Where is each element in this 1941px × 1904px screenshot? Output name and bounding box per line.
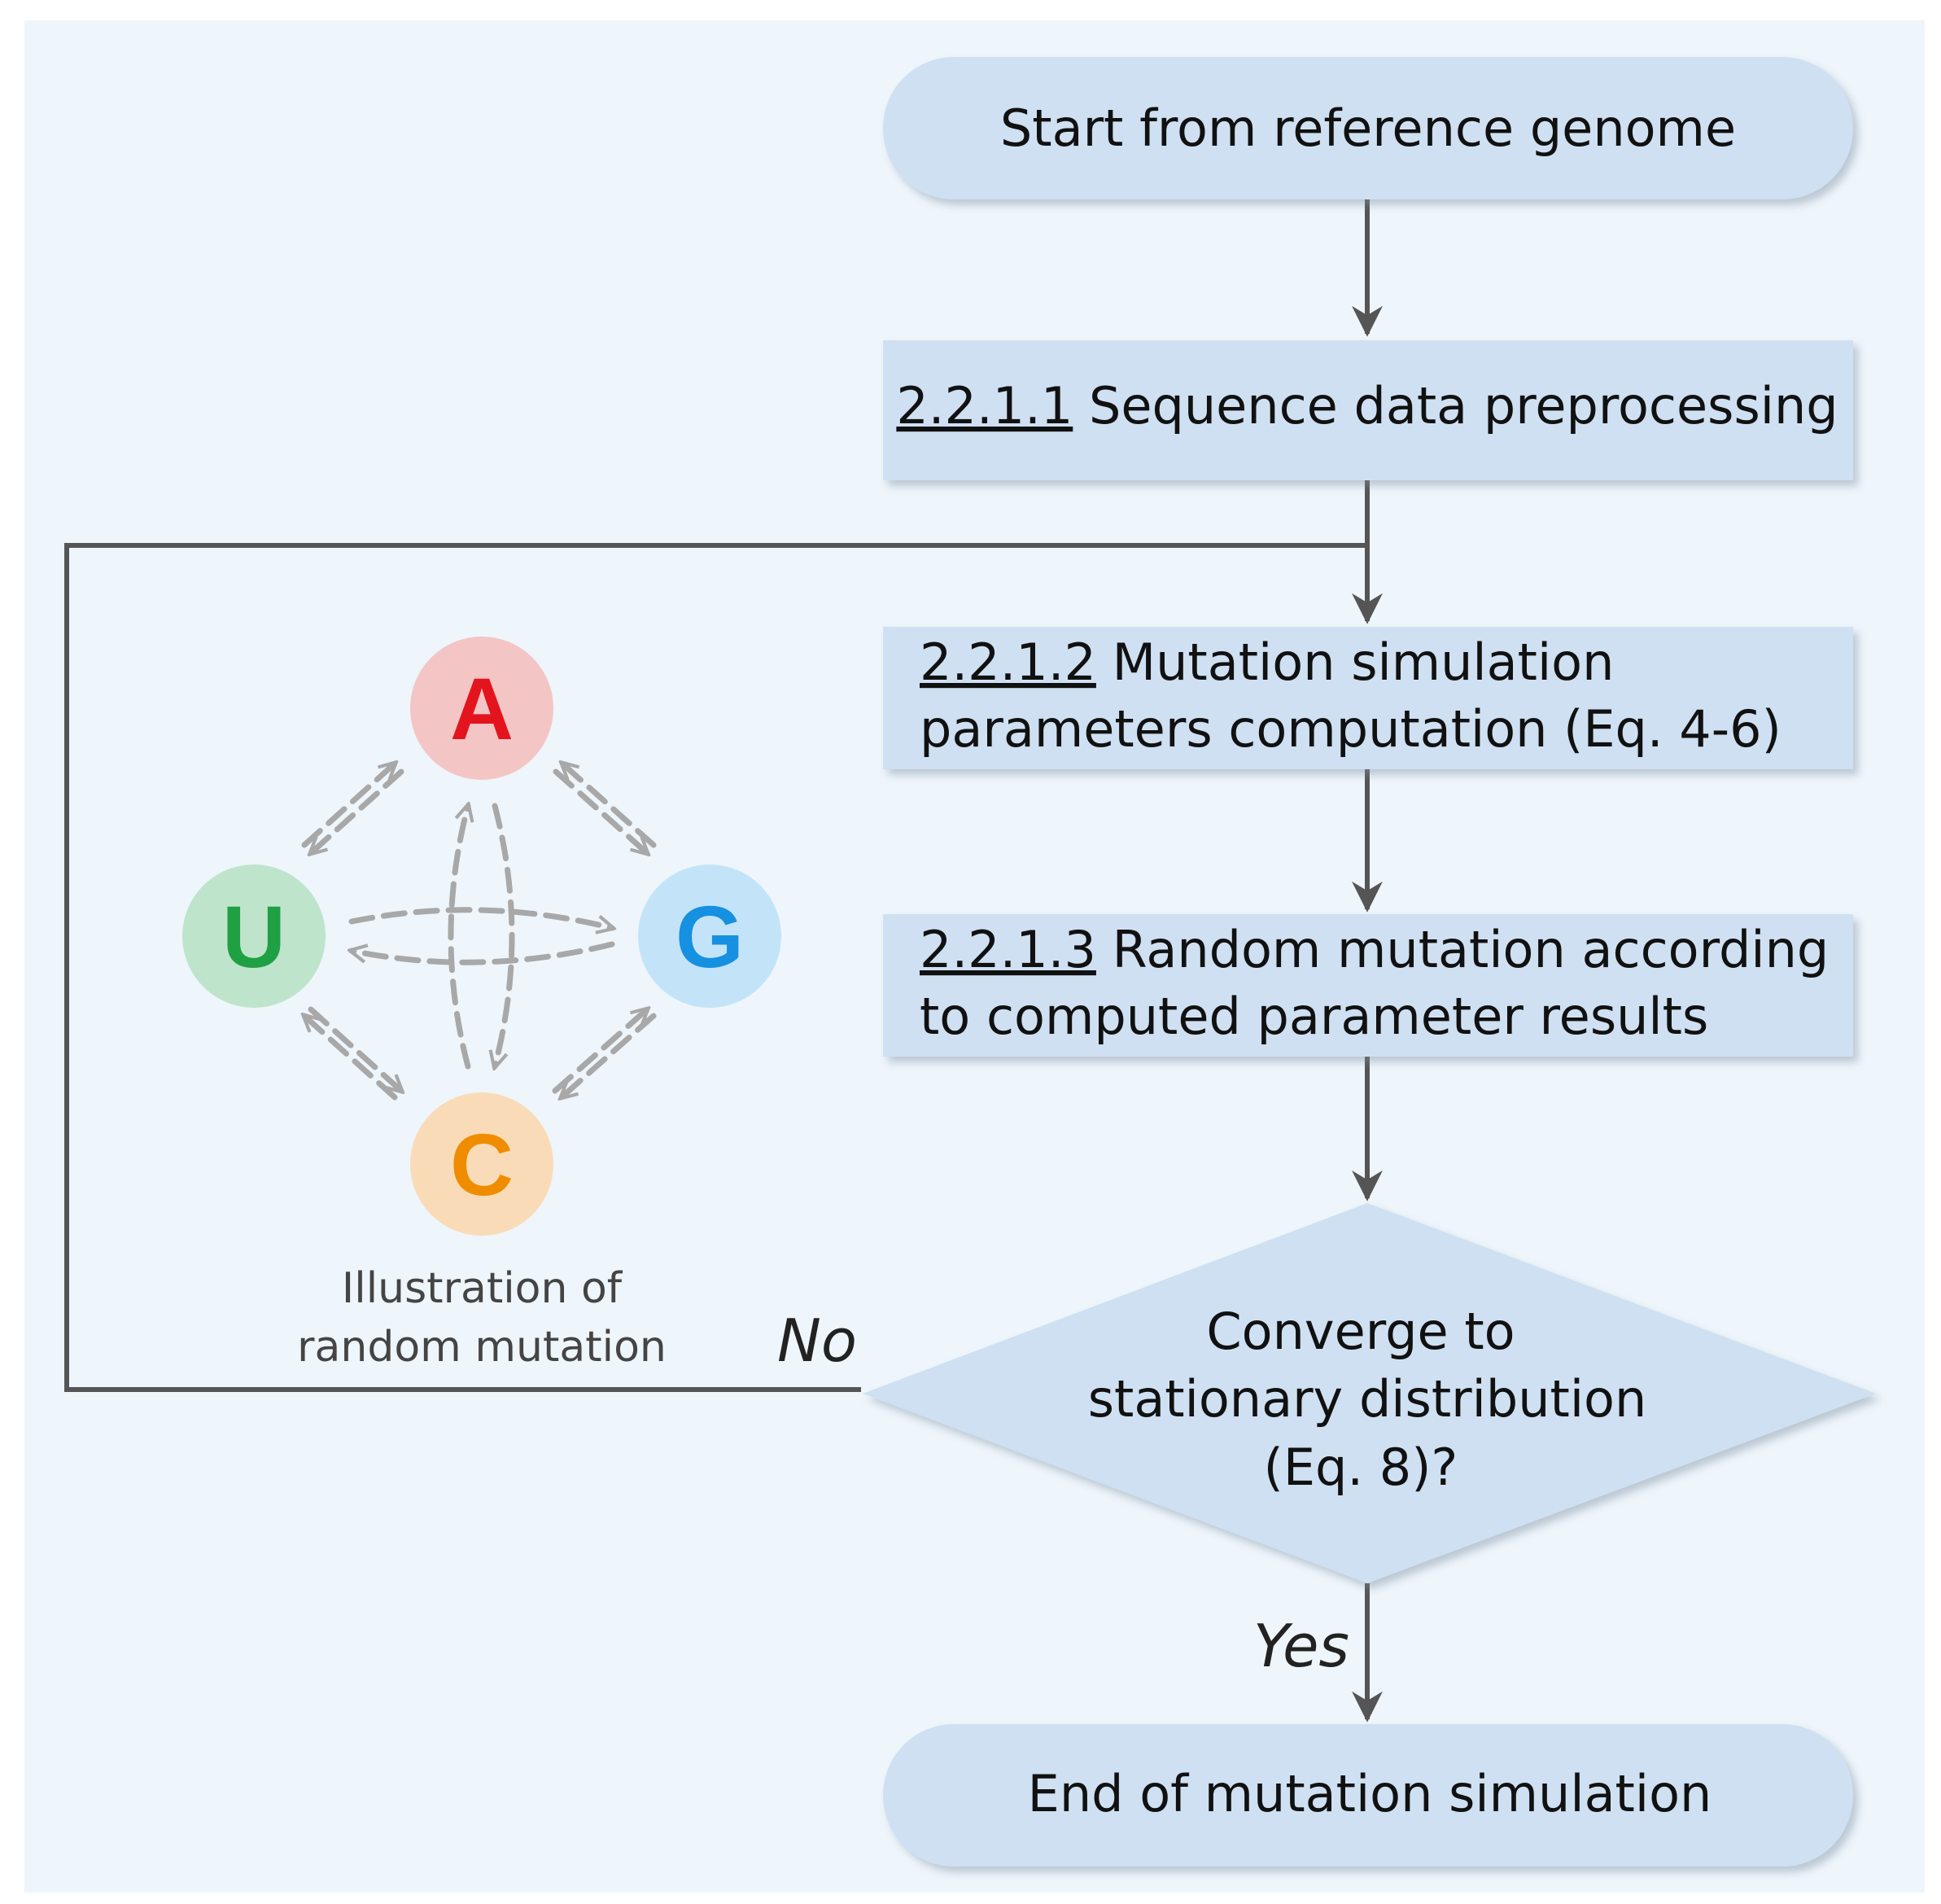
arrow-a-to-g	[553, 768, 647, 853]
decision-text-line1: Converge to	[1206, 1302, 1515, 1361]
mutation-arrows	[301, 764, 657, 1101]
yes-branch-label: Yes	[1253, 1612, 1349, 1680]
nucleotide-g-circle	[638, 864, 781, 1008]
decision-diamond	[863, 1203, 1876, 1583]
illustration-caption-line1: Illustration of	[342, 1264, 623, 1313]
step-1-label: Sequence data preprocessing	[1073, 376, 1838, 436]
step-1-number: 2.2.1.1	[896, 376, 1073, 436]
arrow-u-to-g	[348, 907, 612, 928]
step-2-label-line1: Mutation simulation	[1096, 632, 1614, 692]
arrow-g-to-c	[562, 1013, 657, 1097]
nucleotide-u-letter: U	[222, 887, 286, 986]
connectors	[64, 199, 1383, 1722]
mutation-illustration: A G C U Illustration of random mutation	[182, 637, 781, 1372]
arrow-a-to-u	[311, 768, 404, 853]
nucleotide-g-letter: G	[675, 887, 744, 986]
nucleotide-c-letter: C	[450, 1115, 514, 1214]
illustration-caption-line2: random mutation	[297, 1323, 667, 1372]
nucleotide-u-circle	[182, 864, 326, 1008]
step-2-text-line1: 2.2.1.2 Mutation simulation	[920, 632, 1614, 692]
arrow-u-to-c	[308, 1006, 401, 1091]
step-3-number: 2.2.1.3	[920, 920, 1096, 979]
arrow-c-to-u	[304, 1016, 398, 1101]
step-3-label-line1: Random mutation according	[1096, 920, 1829, 979]
end-terminal-text: End of mutation simulation	[1028, 1764, 1712, 1823]
arrow-g-to-u	[352, 941, 615, 965]
decision-text-line2: stationary distribution	[1088, 1369, 1647, 1429]
step-2-box	[883, 627, 1853, 769]
start-terminal-text: Start from reference genome	[1000, 98, 1736, 158]
end-terminal	[883, 1724, 1853, 1867]
arrow-c-to-g	[552, 1009, 647, 1094]
nucleotide-a-letter: A	[450, 659, 514, 758]
arrow-a-to-c	[495, 803, 515, 1066]
step-3-text-line2: to computed parameter results	[920, 987, 1708, 1046]
step-1-text: 2.2.1.1 Sequence data preprocessing	[896, 376, 1838, 436]
decision-text-line3: (Eq. 8)?	[1264, 1438, 1458, 1497]
step-1-box	[883, 340, 1853, 480]
nucleotide-c-circle	[410, 1092, 553, 1236]
start-terminal	[883, 57, 1853, 199]
arrow-c-to-a	[448, 806, 468, 1070]
loop-back-line	[64, 543, 1367, 1392]
step-3-box	[883, 914, 1853, 1057]
step-2-number: 2.2.1.2	[920, 632, 1096, 692]
step-2-text-line2: parameters computation (Eq. 4-6)	[920, 699, 1781, 759]
no-branch-label: No	[777, 1307, 857, 1375]
arrow-g-to-a	[562, 764, 657, 848]
nucleotide-a-circle	[410, 637, 553, 780]
arrow-u-to-a	[301, 764, 395, 848]
step-3-text-line1: 2.2.1.3 Random mutation according	[920, 920, 1829, 979]
